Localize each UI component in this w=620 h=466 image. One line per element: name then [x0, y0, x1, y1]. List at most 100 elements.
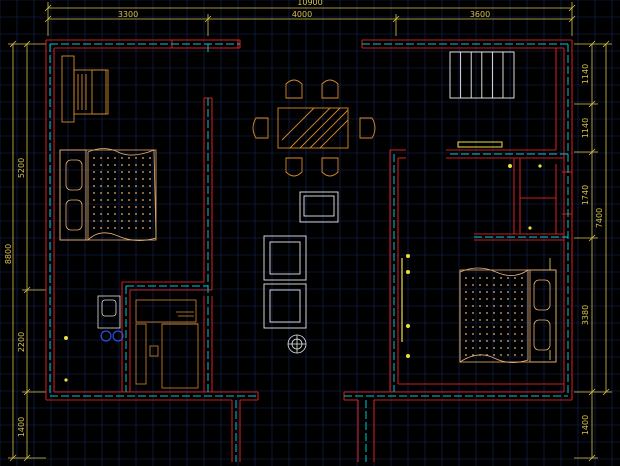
- bed-pattern-dot: [500, 291, 502, 293]
- bed-pattern-dot: [500, 340, 502, 342]
- bed-pattern-dot: [500, 319, 502, 321]
- bed-pattern-dot: [493, 298, 495, 300]
- bed-pattern-dot: [100, 178, 102, 180]
- bed-pattern-dot: [507, 354, 509, 356]
- bed-pattern-dot: [507, 347, 509, 349]
- bed-pattern-dot: [500, 298, 502, 300]
- bed-pattern-dot: [149, 199, 151, 201]
- bed-pattern-dot: [128, 213, 130, 215]
- bed-pattern-dot: [507, 305, 509, 307]
- dim-right-seg-5: 1400: [581, 415, 590, 435]
- bed-pattern-dot: [149, 192, 151, 194]
- wall-lamps: [406, 164, 542, 358]
- bed-pattern-dot: [465, 291, 467, 293]
- bed-pattern-dot: [93, 220, 95, 222]
- bed-pattern-dot: [472, 319, 474, 321]
- bed-pattern-dot: [472, 312, 474, 314]
- dim-right-seg-1: 1140: [581, 64, 590, 84]
- bed-pattern-dot: [465, 333, 467, 335]
- bed-pattern-dot: [93, 164, 95, 166]
- bed-pattern-dot: [514, 333, 516, 335]
- bed-pattern-dot: [121, 220, 123, 222]
- bed-pattern-dot: [493, 319, 495, 321]
- bed-pattern-dot: [135, 178, 137, 180]
- bed-pattern-dot: [521, 284, 523, 286]
- bed-pattern-dot: [486, 319, 488, 321]
- washbasin-icon: [97, 295, 121, 329]
- bed-pattern-dot: [135, 199, 137, 201]
- bed-pattern-dot: [107, 227, 109, 229]
- bed-pattern-dot: [479, 284, 481, 286]
- bed-pattern-dot: [465, 312, 467, 314]
- bed-pattern-dot: [493, 291, 495, 293]
- bed-pattern-dot: [149, 220, 151, 222]
- bed-pattern-dot: [142, 227, 144, 229]
- bed-pattern-dot: [521, 340, 523, 342]
- bed-pattern-dot: [493, 333, 495, 335]
- bed-pattern-dot: [128, 206, 130, 208]
- bed-pattern-dot: [142, 192, 144, 194]
- dim-left-seg-3: 1400: [17, 417, 26, 437]
- bed-pattern-dot: [107, 220, 109, 222]
- bed-pattern-dot: [465, 347, 467, 349]
- bed-pattern-dot: [107, 164, 109, 166]
- bed-pattern-dot: [500, 277, 502, 279]
- bed-pattern-dot: [107, 171, 109, 173]
- dining-table-icon: [252, 79, 376, 177]
- bed-cover-pattern: [93, 157, 151, 229]
- bed-pattern-dot: [465, 305, 467, 307]
- bed-pattern-dot: [107, 157, 109, 159]
- bed-pattern-dot: [472, 347, 474, 349]
- bed-pattern-dot: [486, 340, 488, 342]
- bed-pattern-dot: [128, 199, 130, 201]
- bed-pattern-dot: [93, 192, 95, 194]
- bed-pattern-dot: [507, 340, 509, 342]
- bed-pattern-dot: [121, 227, 123, 229]
- bed-pattern-dot: [486, 298, 488, 300]
- plant-pot-icon: [287, 334, 307, 354]
- bed-pattern-dot: [500, 326, 502, 328]
- bed-pattern-dot: [514, 305, 516, 307]
- bed-pattern-dot: [500, 284, 502, 286]
- bed-pattern-dot: [514, 284, 516, 286]
- bed-pattern-dot: [493, 305, 495, 307]
- bed-pattern-dot: [500, 312, 502, 314]
- bed-pattern-dot: [93, 213, 95, 215]
- bed-pattern-dot: [514, 326, 516, 328]
- bookshelf: [61, 55, 109, 123]
- dim-right-seg-4: 3380: [581, 305, 590, 325]
- bed-pattern-dot: [493, 277, 495, 279]
- bed-pattern-dot: [507, 312, 509, 314]
- bed-pattern-dot: [93, 227, 95, 229]
- armchair-icon: [263, 191, 339, 329]
- bed-pattern-dot: [93, 185, 95, 187]
- bed-pattern-dot: [472, 326, 474, 328]
- dim-left-seg-2: 2200: [17, 332, 26, 352]
- bed-pattern-dot: [93, 178, 95, 180]
- double-bed-icon-right: [459, 267, 557, 363]
- dim-left-seg-1: 5200: [17, 158, 26, 178]
- bed-pattern-dot: [107, 199, 109, 201]
- bed-pattern-dot: [479, 312, 481, 314]
- bed-pattern-dot: [521, 305, 523, 307]
- bed-pattern-dot: [93, 171, 95, 173]
- bed-pattern-dot: [107, 192, 109, 194]
- bed-pattern-dot: [500, 333, 502, 335]
- bed-pattern-dot: [514, 291, 516, 293]
- bed-pattern-dot: [521, 319, 523, 321]
- top-dimension-lines: [44, 2, 576, 36]
- bed-pattern-dot: [507, 326, 509, 328]
- bed-pattern-dot: [486, 312, 488, 314]
- bed-pattern-dot: [514, 347, 516, 349]
- bed-pattern-dot: [100, 157, 102, 159]
- dim-right-seg-3: 1740: [581, 185, 590, 205]
- bed-pattern-dot: [135, 157, 137, 159]
- bed-pattern-dot: [479, 291, 481, 293]
- bed-pattern-dot: [114, 171, 116, 173]
- bed-pattern-dot: [479, 305, 481, 307]
- bed-pattern-dot: [121, 185, 123, 187]
- bed-pattern-dot: [465, 340, 467, 342]
- bed-pattern-dot: [121, 178, 123, 180]
- bed-pattern-dot: [479, 326, 481, 328]
- bed-pattern-dot: [135, 164, 137, 166]
